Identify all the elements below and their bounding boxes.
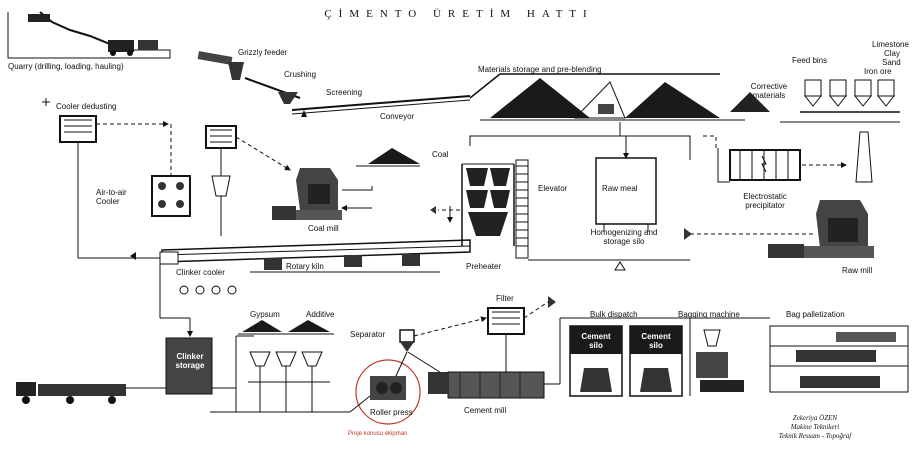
air-to-air-cooler [152,124,190,216]
label-materials-storage: Materials storage and pre-blending [478,65,602,74]
bagging-machine [690,318,744,396]
label-electrostatic-precipitator: Electrostatic precipitator [730,192,800,210]
label-cement-silo-2: Cement silo [634,332,678,350]
label-feed-bins: Feed bins [792,56,827,65]
additive-hoppers [238,320,334,412]
label-conveyor: Conveyor [380,112,414,121]
truck [16,382,126,404]
label-bagging-machine: Bagging machine [678,310,740,319]
label-clinker-cooler: Clinker cooler [176,268,225,277]
author-title-1: Makine Teknikeri [740,423,890,432]
label-cement-silo-1: Cement silo [574,332,618,350]
clinker-storage-silo [120,336,350,412]
label-filter: Filter [496,294,514,303]
label-cooler-dedusting: Cooler dedusting [56,102,116,111]
label-crushing: Crushing [284,70,316,79]
label-separator: Separator [350,330,385,339]
label-raw-mill: Raw mill [842,266,872,275]
stockpiles [480,78,770,136]
label-grizzly-feeder: Grizzly feeder [238,48,287,57]
label-air-to-air-cooler: Air-to-air Cooler [96,188,146,206]
label-homogenizing-silo: Homogenizing and storage silo [578,228,670,246]
label-project-equipment: Proje konusu ekipman [348,430,407,439]
label-additive: Additive [306,310,334,319]
label-clay: Clay [884,49,900,58]
author-title-2: Teknik Ressam - Topoğraf [740,432,890,441]
label-screening: Screening [326,88,362,97]
label-roller-press: Roller press [370,408,413,417]
label-raw-meal: Raw meal [602,184,638,193]
label-bag-palletization: Bag palletization [786,310,845,319]
label-sand: Sand [882,58,901,67]
electrostatic-precipitator [700,136,846,182]
label-corrective-materials: Corrective materials [740,82,798,100]
label-quarry: Quarry (drilling, loading, hauling) [8,62,124,71]
author-signature-block: Zekeriya ÖZEN Makine Teknikeri Teknik Re… [740,414,890,441]
label-cement-mill: Cement mill [464,406,506,415]
label-gypsum: Gypsum [250,310,280,319]
label-limestone: Limestone [872,40,909,49]
diagram-title: ÇİMENTO ÜRETİM HATTI [0,8,918,20]
label-elevator: Elevator [538,184,567,193]
preheater-tower [450,164,514,246]
label-coal-mill: Coal mill [308,224,339,233]
author-name: Zekeriya ÖZEN [740,414,890,423]
label-clinker-storage: Clinker storage [170,352,210,370]
label-bulk-dispatch: Bulk dispatch [590,310,638,319]
label-iron-ore: Iron ore [864,67,892,76]
bag-palletization [770,326,908,392]
label-coal: Coal [432,150,448,159]
label-rotary-kiln: Rotary kiln [286,262,324,271]
cement-filter [488,296,556,372]
label-preheater: Preheater [466,262,501,271]
cooler-dedusting-unit [42,98,168,258]
